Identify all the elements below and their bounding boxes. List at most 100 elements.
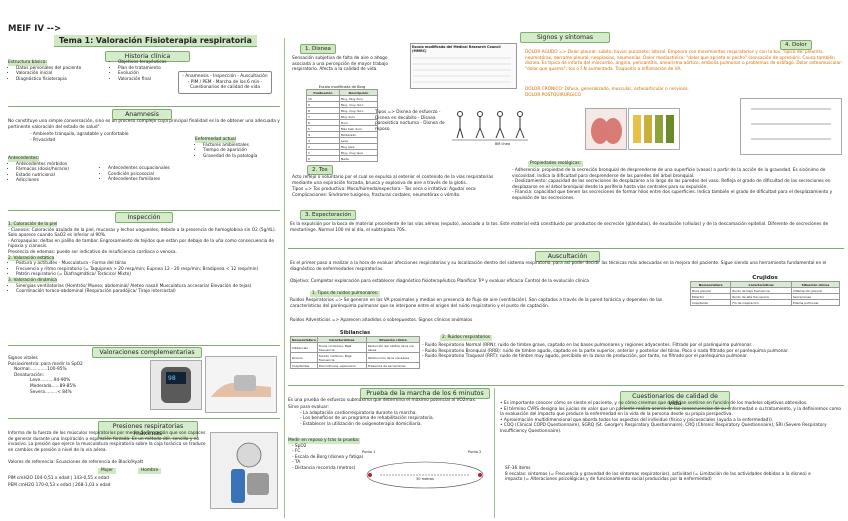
- list-item: Datos personales del paciente: [16, 66, 98, 72]
- marcha-header: Prueba de la marcha de los 6 minutos: [360, 388, 490, 399]
- list-item: - Ambiente tranquilo, agradable y confor…: [30, 132, 129, 137]
- list-item: Fármacos (dosis/horario): [16, 167, 98, 173]
- valoraciones-body: Signos vitales Pulsioximetría: para medi…: [8, 356, 138, 395]
- list-item: Condición psicosocial: [108, 172, 190, 178]
- sirve-label: Sirve para evaluar:: [288, 405, 329, 410]
- list-item: Antecedentes familiares: [108, 177, 190, 183]
- ruidos-respiratorios: Ruidos Respiratorios => Se generan en la…: [290, 298, 663, 309]
- walk-caption: BM línea: [495, 142, 510, 146]
- list-item: Diagnóstico fisioterapia: [16, 77, 98, 83]
- list-item: Estado nutricional: [16, 173, 98, 179]
- list-item: Objetivos terapéuticos: [118, 60, 180, 66]
- auscultacion-header: Auscultación: [535, 251, 600, 262]
- moderada-range: Moderada......89-85%: [30, 383, 77, 389]
- anamnesis-bullets: - Ambiente tranquilo, agradable y confor…: [30, 132, 160, 143]
- list-item: Plan de tratamiento: [118, 66, 180, 72]
- section-label: 1. Coloración de la piel: [8, 222, 58, 227]
- pulse-oximeter-image: 98: [150, 360, 202, 410]
- tos-complicaciones: Complicaciones: Síndrome tusígeno, fract…: [292, 193, 461, 198]
- enfermedad-label: Enfermedad actual: [195, 137, 236, 143]
- dolor-agudo: DOLOR AGUDO => Dolor pleural: súbito; ll…: [525, 50, 843, 72]
- punto-2-label: Punto 2: [468, 450, 482, 454]
- ruidos-resp-label: 2. Ruidos respiratorios: [440, 335, 493, 341]
- dolor-label: 4. Dolor: [780, 40, 812, 50]
- auscultacion-objetivo: Objetivo: Completar exploración para est…: [290, 279, 590, 284]
- list-item: Evolución: [118, 71, 180, 77]
- tipos-ruidos-label: 1. Tipos de ruidos pulmonares:: [310, 291, 381, 297]
- list-item: • COQ (Clinical COPD Questionnaire), SGR…: [500, 423, 827, 434]
- list-item: - Establecer la utilización de oxigenote…: [300, 421, 422, 427]
- anamnesis-header: Anamnesis: [112, 109, 172, 120]
- sf36-label: SF-36 items: [505, 466, 531, 471]
- list-item: - FC: [292, 449, 301, 455]
- mmrc-table: Escala modificada del Medical Research C…: [410, 43, 517, 89]
- disnea-text: Sensación subjetiva de falta de aire o a…: [292, 56, 389, 73]
- list-item: - Escala de Borg (disnea y fatiga): [292, 454, 364, 460]
- borg-title: Escala modificada de Borg: [318, 85, 366, 89]
- walking-diagram: BM línea: [450, 98, 530, 150]
- list-item: Patrón respiratorio (= Diafragmático/ To…: [16, 272, 280, 278]
- list-item: Antecedentes ocupacionales: [108, 166, 190, 172]
- cuestionarios-list: • Es importante conocer cómo se siente e…: [500, 401, 842, 435]
- filancia-text: - Filancia: capacidad que tienen las sec…: [512, 190, 833, 201]
- signos-header: Signos y síntomas: [520, 32, 610, 43]
- marcha-sirve: Sirve para evaluar: - La adaptación card…: [288, 405, 483, 427]
- disnea-label: 1. Disnea: [300, 44, 336, 54]
- section-label: 3. Valoración dinámica: [8, 277, 57, 283]
- deslizamiento-text: - Deslizamiento: capacidad de las secrec…: [512, 179, 831, 190]
- medir-label: Medir en reposo y tras la prueba:: [288, 438, 360, 444]
- disnea-tipos: Tipos => Disnea de esfuerzo - Disnea en …: [375, 110, 445, 132]
- finger-oximeter-image: [205, 356, 277, 413]
- crujidos-title: Crujidos: [752, 275, 778, 281]
- anamnesis-intro: No constituye una simple conversación, s…: [8, 119, 280, 130]
- list-item: - Los beneficios de un programa de rehab…: [300, 416, 435, 422]
- severa-range: Severa.........< 84%: [30, 389, 72, 395]
- historia-steps-box: - Anamnesis - Inspección - Auscultación …: [178, 71, 272, 94]
- ruidos-resp-list: - Ruido Respiratorio Normal (RRN): ruido…: [422, 343, 842, 360]
- adherencia-text: - Adherencia: propiedad de la secreción …: [512, 168, 826, 179]
- list-item: Adicciones: [16, 178, 98, 184]
- rrb-text: - Ruido Respiratorio Bronquial (RRB): ru…: [422, 348, 789, 354]
- presiones-header: Presiones respiratorias máximas: [98, 421, 198, 439]
- estructura-label: Estructura básica:: [8, 60, 47, 66]
- inspeccion-header: Inspección: [115, 212, 173, 223]
- acropaquias-text: - Acropaquias: deltas en palillo de tamb…: [8, 238, 275, 250]
- dolor-cronico: DOLOR CRÓNICO: Difuso, generalizado, mus…: [525, 87, 689, 92]
- mmrc-title: Escala modificada del Medical Research C…: [412, 45, 501, 53]
- sf36-text-b: impacto (= Alteraciones psicológicas y d…: [505, 477, 712, 483]
- list-item: Postura y actitudes - Musculatura - Form…: [16, 261, 280, 267]
- list-item: • El término CVRS designa los juicios de…: [500, 406, 842, 418]
- presiones-text: Informa de la fuerza de los músculos res…: [8, 431, 206, 453]
- hombre-label: Hombre: [138, 468, 162, 474]
- lung-illustration: [585, 108, 627, 150]
- dolor-post: DOLOR POSTQUIRÚRGICO: [525, 93, 581, 98]
- expectoracion-text: Es la expulsión por la boca de material …: [290, 222, 829, 233]
- list-item: - Distancia recorrida (metros): [292, 465, 356, 471]
- sputum-chart: [628, 108, 680, 150]
- list-item: - SpO2: [292, 443, 307, 449]
- mujer-label: Mujer: [98, 468, 117, 474]
- list-item: Valoración inicial: [16, 71, 98, 77]
- expectoracion-label: 3. Expectoración: [300, 210, 357, 220]
- historia-list-2: Objetivos terapéuticos Plan de tratamien…: [110, 60, 180, 82]
- list-item: Sinergias ventilatorias (Homtrós/ Mueso;…: [16, 284, 280, 290]
- normal-range: Normal.............100-95%: [14, 367, 67, 373]
- propiedades-list: - Adherencia: propiedad de la secreción …: [512, 168, 844, 202]
- historia-header: Historia clínica: [105, 51, 190, 62]
- antecedentes: Antecedentes: Antecedentes mórbidos Fárm…: [8, 156, 98, 184]
- rrn-text: - Ruido Respiratorio Normal (RRN): ruido…: [422, 343, 753, 348]
- edemas-text: Presencia de edemas: puede ser indicativ…: [8, 249, 177, 255]
- pem-formula: PEM cmH2O 170-0,53 x edad | 268-1,03 x e…: [8, 483, 111, 488]
- antecedentes-label: Antecedentes:: [8, 156, 40, 162]
- marcha-track-diagram: Punto 1 Punto 2 30 metros: [360, 450, 490, 500]
- signos-vitales: Signos vitales: [8, 356, 38, 361]
- pulsioximetria: Pulsioximetría: para medir la SpO2: [8, 361, 83, 367]
- propiedades-label: Propiedades reológicas:: [528, 161, 584, 167]
- ruidos-adventicios: Ruidos Adventicios => Aparecen añadidos …: [290, 318, 473, 323]
